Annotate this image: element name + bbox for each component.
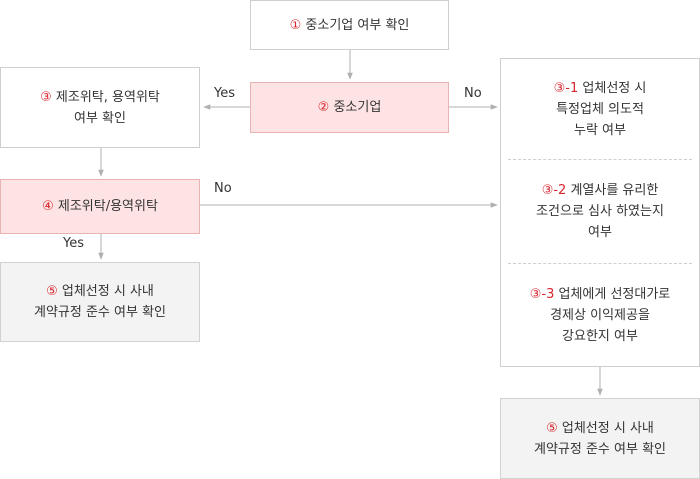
step-number: ②: [317, 100, 330, 115]
node-rules-left: ⑤ 업체선정 시 사내 계약규정 준수 여부 확인: [0, 262, 200, 342]
step-number: ③-1: [553, 80, 579, 96]
node-text-line-2: 계약규정 준수 여부 확인: [534, 441, 666, 457]
criteria-line-1: 계열사를 유리한: [570, 183, 659, 198]
label-yes-consign: Yes: [63, 236, 84, 251]
criteria-item: ③-3 업체에게 선정대가로 경제상 이익제공을 강요한지 여부: [508, 263, 692, 366]
criteria-item: ③-1 업체선정 시 특정업체 의도적 누락 여부: [501, 59, 699, 159]
step-number: ③-3: [529, 286, 555, 302]
criteria-line-3: 강요한지 여부: [562, 328, 638, 344]
criteria-line-2: 경제상 이익제공을: [550, 307, 650, 323]
node-check-consign: ③ 제조위탁, 용역위탁 여부 확인: [0, 67, 200, 148]
node-text-line-1: 업체선정 시 사내: [61, 284, 154, 299]
node-text: 중소기업: [333, 100, 382, 115]
criteria-line-2: 조건으로 심사 하였는지: [536, 204, 664, 219]
label-no-sme: No: [464, 86, 482, 101]
node-text: 제조위탁/용역위탁: [57, 199, 158, 214]
criteria-item: ③-2 계열사를 유리한 조건으로 심사 하였는지 여부: [508, 159, 692, 263]
node-rules-right: ⑤ 업체선정 시 사내 계약규정 준수 여부 확인: [500, 398, 700, 479]
step-number: ⑤: [546, 420, 558, 436]
criteria-line-2: 특정업체 의도적: [556, 101, 644, 117]
node-sme: ② 중소기업: [250, 82, 449, 133]
node-criteria-group: ③-1 업체선정 시 특정업체 의도적 누락 여부 ③-2 계열사를 유리한 조…: [500, 58, 700, 367]
label-no-consign: No: [214, 181, 232, 196]
node-text-line-2: 여부 확인: [74, 110, 126, 126]
step-number: ③-2: [541, 183, 567, 198]
step-number: ③: [40, 89, 52, 105]
criteria-line-3: 누락 여부: [574, 122, 626, 138]
label-yes-sme: Yes: [214, 86, 235, 101]
node-text: 중소기업 여부 확인: [305, 17, 410, 33]
node-check-sme: ① 중소기업 여부 확인: [250, 0, 449, 50]
node-text-line-1: 제조위탁, 용역위탁: [55, 89, 160, 105]
criteria-line-3: 여부: [588, 225, 612, 240]
step-number: ⑤: [46, 284, 58, 299]
step-number: ④: [42, 199, 54, 214]
node-text-line-2: 계약규정 준수 여부 확인: [34, 305, 166, 320]
criteria-line-1: 업체에게 선정대가로: [558, 286, 671, 302]
node-text-line-1: 업체선정 시 사내: [561, 420, 654, 436]
step-number: ①: [289, 17, 302, 33]
node-consign: ④ 제조위탁/용역위탁: [0, 179, 200, 234]
criteria-line-1: 업체선정 시: [582, 80, 647, 96]
